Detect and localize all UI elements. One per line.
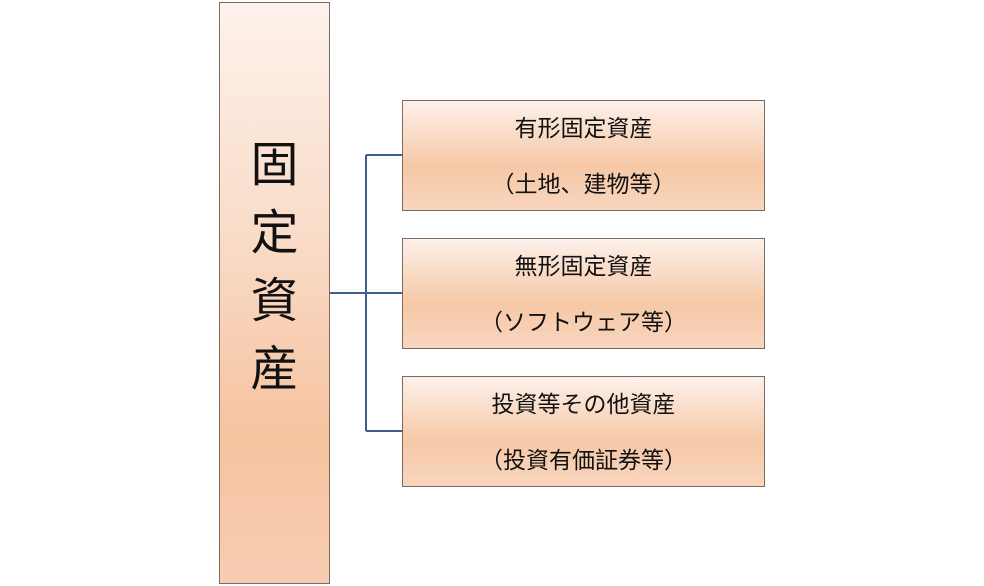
child-node-investments-other-assets: 投資等その他資産 （投資有価証券等） bbox=[402, 376, 765, 487]
child-node-title: 投資等その他資産 bbox=[491, 392, 676, 418]
child-node-tangible-fixed-assets: 有形固定資産 （土地、建物等） bbox=[402, 100, 765, 211]
child-node-intangible-fixed-assets: 無形固定資産 （ソフトウェア等） bbox=[402, 238, 765, 349]
root-label-char: 定 bbox=[250, 205, 299, 261]
child-node-title: 無形固定資産 bbox=[514, 254, 653, 280]
child-node-title: 有形固定資産 bbox=[514, 116, 653, 142]
root-label-char: 資 bbox=[250, 273, 299, 329]
root-node-label: 固 定 資 産 bbox=[220, 131, 329, 403]
root-label-char: 産 bbox=[250, 341, 299, 397]
child-node-detail: （投資有価証券等） bbox=[480, 448, 687, 474]
root-node-fixed-assets: 固 定 資 産 bbox=[219, 2, 330, 584]
child-node-detail: （ソフトウェア等） bbox=[480, 310, 687, 336]
child-node-detail: （土地、建物等） bbox=[491, 172, 676, 198]
root-label-char: 固 bbox=[250, 137, 299, 193]
